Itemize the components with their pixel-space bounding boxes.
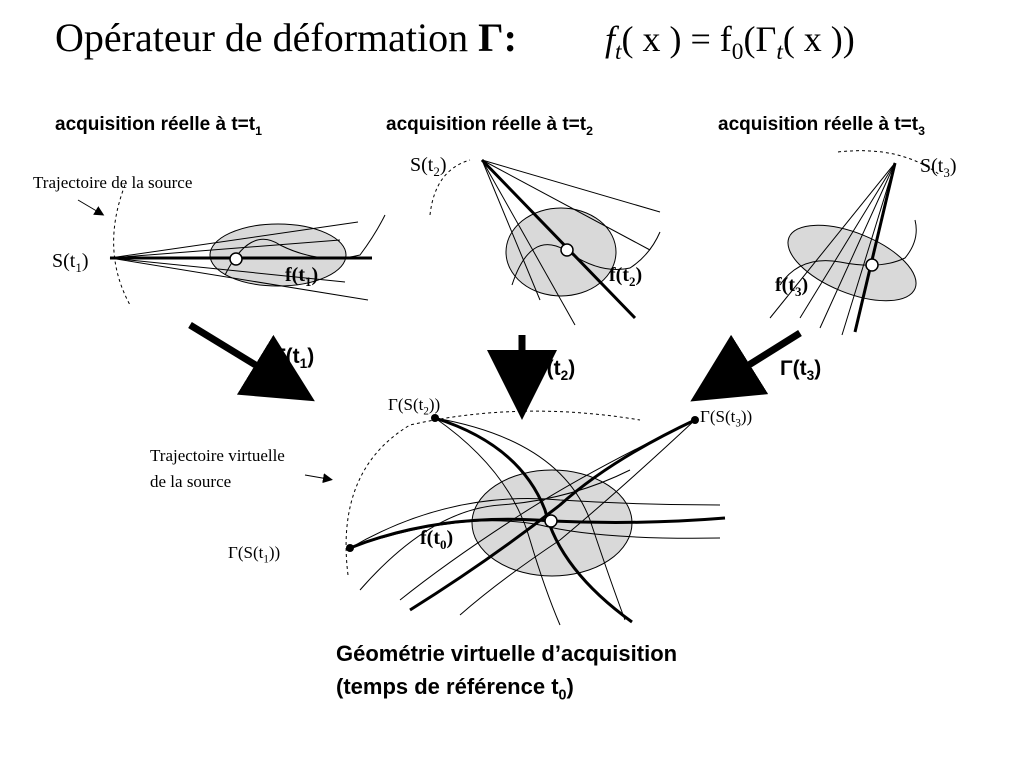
- virtual-trajectory-label-line1: Trajectoire virtuelle: [150, 446, 285, 465]
- deformation-formula: ft( x ) = f0(Γt( x )): [605, 19, 855, 66]
- object-point-3: [865, 258, 879, 272]
- panel-3-heading: acquisition réelle à t=t3: [718, 114, 925, 138]
- virtual-source-label-3: Γ(S(t3)): [700, 407, 753, 430]
- panel-1-heading: acquisition réelle à t=t1: [55, 114, 262, 138]
- object-point-1: [229, 252, 243, 266]
- virtual-source-label-1: Γ(S(t1)): [228, 543, 281, 566]
- image-label-3: f(t3): [775, 274, 809, 299]
- source-label-1: S(t1): [52, 250, 89, 275]
- virtual-source-3: [691, 416, 699, 424]
- image-label-1: f(t1): [285, 264, 319, 289]
- virtual-trajectory-label-line2: de la source: [150, 472, 232, 491]
- gamma-label-1: Γ(t1): [273, 345, 315, 372]
- panel-2-heading: acquisition réelle à t=t2: [386, 114, 593, 138]
- virtual-source-1: [346, 544, 354, 552]
- central-ray-2: [480, 158, 637, 320]
- caption-line1: Géométrie virtuelle d’acquisition: [336, 641, 678, 666]
- gamma-label-2: Γ(t2): [534, 357, 576, 384]
- virtual-source-2: [431, 414, 439, 422]
- source-label-3: S(t3): [920, 155, 957, 180]
- slide-title: Opérateur de déformation Γ:: [55, 15, 517, 60]
- image-label-2: f(t2): [609, 264, 643, 289]
- virtual-geometry-sketch: [345, 410, 726, 626]
- deformation-arrow-3: [690, 330, 802, 402]
- object-point-2: [560, 243, 574, 257]
- source-label-2: S(t2): [410, 154, 447, 179]
- virtual-source-label-2: Γ(S(t2)): [388, 395, 441, 418]
- panel-1-sketch: [109, 184, 386, 306]
- trajectory-label: Trajectoire de la source: [33, 173, 193, 192]
- source-trajectory-1: [113, 184, 131, 306]
- object-ellipse-1: [209, 223, 347, 287]
- deformation-arrow-1: [188, 322, 315, 402]
- panel-2-sketch: [429, 158, 661, 326]
- panel-3-sketch: [769, 150, 941, 336]
- reference-image-label: f(t0): [420, 527, 454, 552]
- central-ray-3: [853, 162, 897, 333]
- reference-point: [544, 514, 558, 528]
- source-trajectory-3: [837, 150, 941, 176]
- object-ellipse-3: [787, 224, 917, 302]
- source-trajectory-2: [429, 159, 471, 216]
- caption-line2: (temps de référence t0): [336, 674, 574, 704]
- gamma-label-3: Γ(t3): [780, 357, 822, 384]
